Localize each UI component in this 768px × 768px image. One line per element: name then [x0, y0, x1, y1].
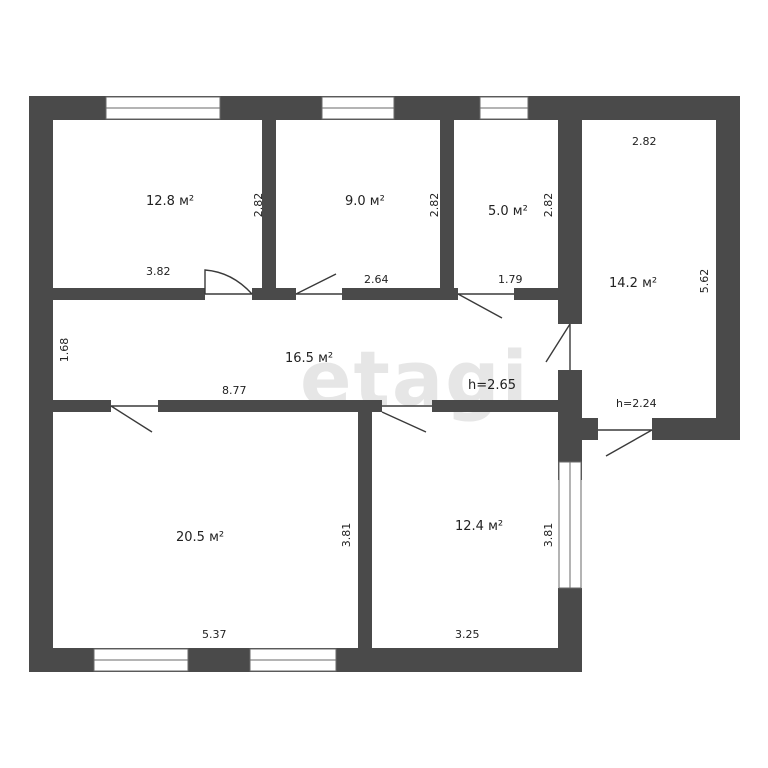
door-room-b: [295, 273, 342, 295]
window-top-1: [105, 96, 221, 120]
room-e-depth: 3.81: [340, 523, 353, 548]
room-a-area: 12.8 м²: [146, 194, 194, 209]
door-room-e: [110, 405, 158, 433]
room-d-width: 2.82: [632, 135, 657, 148]
corridor-area: 16.5 м²: [285, 351, 333, 366]
windows: [93, 96, 582, 672]
door-room-f: [381, 405, 432, 433]
doors: [110, 269, 653, 457]
room-c-depth: 2.82: [542, 193, 555, 218]
room-f-width: 3.25: [455, 628, 480, 641]
room-labels: 12.8 м² 3.82 2.82 9.0 м² 2.64 2.82 5.0 м…: [58, 135, 711, 641]
door-entrance: [598, 429, 653, 457]
window-bottom-1: [93, 648, 189, 672]
door-room-a: [204, 269, 253, 295]
room-b-depth: 2.82: [428, 193, 441, 218]
corridor-height: h=2.65: [468, 378, 516, 393]
corridor-depth: 1.68: [58, 338, 71, 363]
room-e-width: 5.37: [202, 628, 227, 641]
room-f-depth: 3.81: [542, 523, 555, 548]
room-b-width: 2.64: [364, 273, 389, 286]
window-top-2: [321, 96, 395, 120]
room-d-area: 14.2 м²: [609, 276, 657, 291]
room-f-area: 12.4 м²: [455, 519, 503, 534]
door-room-d: [545, 323, 571, 370]
room-a-depth: 2.82: [252, 193, 265, 218]
window-right-room-f: [558, 461, 582, 589]
room-b-area: 9.0 м²: [345, 194, 385, 209]
room-a-width: 3.82: [146, 265, 171, 278]
room-c-area: 5.0 м²: [488, 204, 528, 219]
door-room-c: [457, 293, 514, 319]
room-c-width: 1.79: [498, 273, 523, 286]
room-d-height: h=2.24: [616, 397, 657, 410]
room-d-depth: 5.62: [698, 269, 711, 294]
window-top-3: [479, 96, 529, 120]
window-bottom-2: [249, 648, 337, 672]
corridor-width: 8.77: [222, 384, 247, 397]
room-e-area: 20.5 м²: [176, 530, 224, 545]
